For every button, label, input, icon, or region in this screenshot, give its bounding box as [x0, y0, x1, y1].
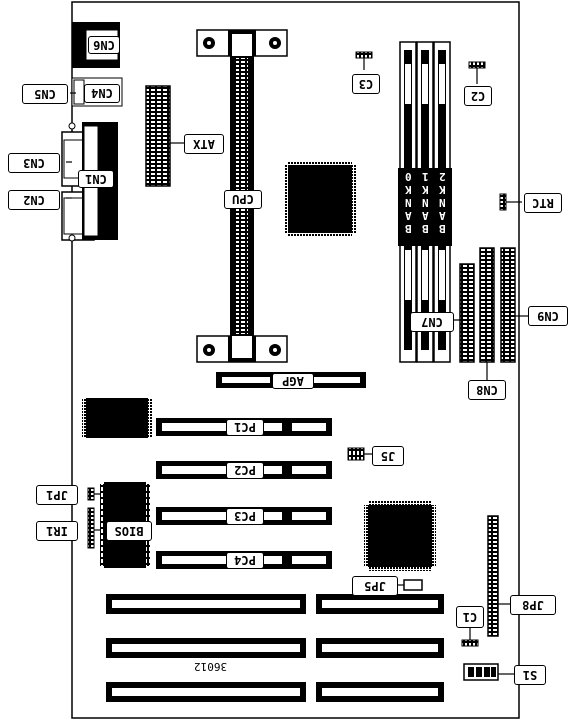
cn7-connector [459, 263, 475, 363]
label-cpu: CPU [224, 190, 262, 209]
label-jp1: JP1 [36, 485, 78, 505]
chipset-north [288, 165, 352, 233]
label-pc3: PC3 [226, 508, 264, 525]
cn9-connector [500, 247, 516, 363]
bank-0-label: 0 K N A B [398, 168, 418, 246]
j5-jumper [347, 447, 365, 461]
bank-2-label: 2 K N A B [432, 168, 452, 246]
leader-lines [66, 58, 528, 675]
label-pc1: PC1 [226, 419, 264, 436]
jp8-header [487, 515, 499, 637]
rtc-jumper [499, 193, 507, 211]
bank-1-label: 1 K N A B [415, 168, 435, 246]
label-jp5: JP5 [352, 576, 398, 596]
board-number: 36012 [194, 660, 228, 673]
label-rtc: RTC [524, 193, 562, 213]
chipset-south [368, 505, 432, 567]
pci-slots [156, 418, 332, 569]
label-c1: C1 [456, 606, 484, 628]
c3-jumper [355, 51, 373, 59]
label-c2: C2 [464, 86, 492, 106]
c1-jumper [461, 639, 479, 647]
atx-power-connector [145, 85, 171, 187]
io-chip [86, 398, 148, 438]
jp1-jumper [87, 487, 95, 501]
label-cn2: CN2 [8, 190, 60, 210]
label-cn6: CN6 [88, 36, 120, 54]
label-cn7: CN7 [410, 312, 454, 332]
isa-slots [106, 594, 444, 702]
jp5-jumper [403, 579, 423, 591]
label-j5: J5 [372, 446, 404, 466]
label-cn3: CN3 [8, 153, 60, 173]
label-cn9: CN9 [528, 306, 568, 326]
label-c3: C3 [352, 74, 380, 94]
label-pc2: PC2 [226, 462, 264, 479]
label-agp: AGP [272, 373, 314, 389]
label-cn5: CN5 [22, 84, 68, 104]
label-cn1: CN1 [78, 170, 114, 188]
label-cn4: CN4 [84, 84, 120, 103]
c2-jumper [468, 61, 486, 69]
label-ir1: IR1 [36, 521, 78, 541]
label-bios: BIOS [106, 521, 152, 541]
cn8-connector [479, 247, 495, 363]
ir1-header [87, 507, 95, 549]
label-s1: S1 [514, 665, 546, 685]
label-jp8: JP8 [510, 595, 556, 615]
label-atx: ATX [184, 134, 224, 154]
label-pc4: PC4 [226, 552, 264, 569]
label-cn8: CN8 [468, 380, 506, 400]
